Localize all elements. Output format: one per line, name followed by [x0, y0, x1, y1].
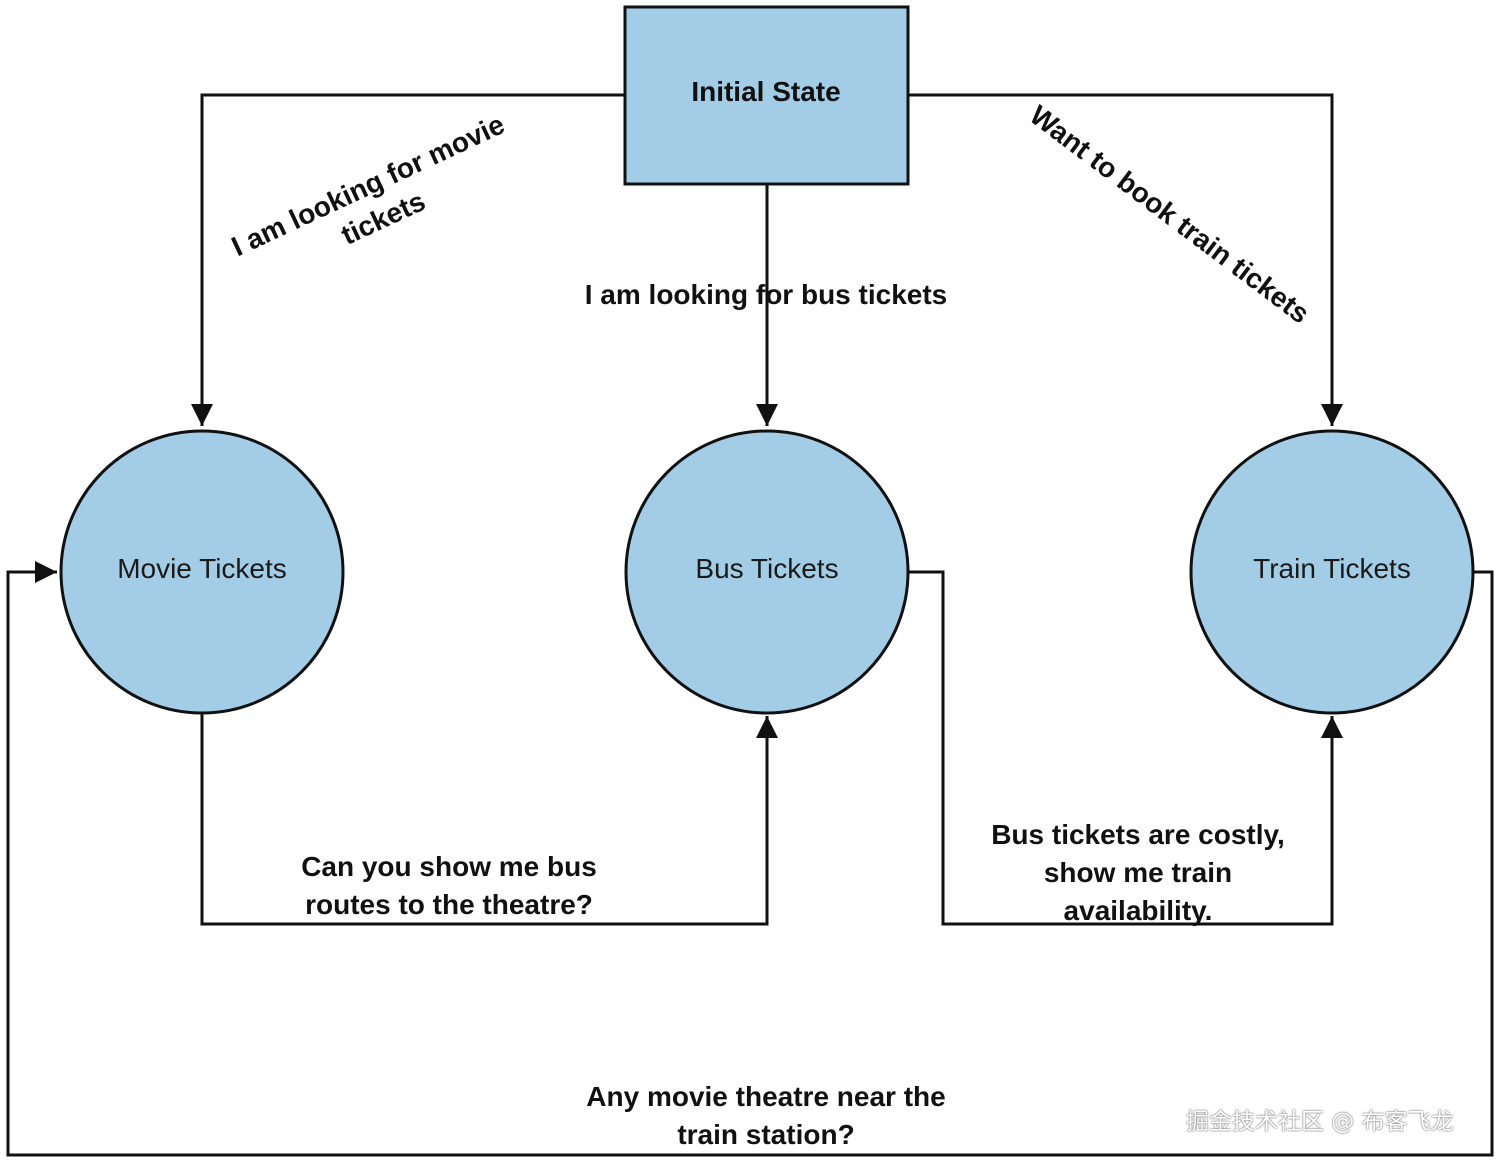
- movie-tickets-node: [59, 429, 345, 715]
- edge-label-initial-to-bus: I am looking for bus tickets: [585, 279, 948, 310]
- edge-initial-to-train: [908, 93, 1343, 426]
- edge-train-to-movie: [6, 561, 1494, 1157]
- edge-label-line: show me train: [1044, 857, 1232, 888]
- edge-initial-to-movie: [191, 93, 625, 426]
- edge-label-line: availability.: [1064, 895, 1213, 926]
- edge-label-line: Can you show me bus: [301, 851, 597, 882]
- edge-label-line: Bus tickets are costly,: [991, 819, 1285, 850]
- edge-bus-to-train: [908, 570, 1343, 926]
- edge-label-line: Want to book train tickets: [1024, 99, 1315, 329]
- movie-tickets-label: Movie Tickets: [117, 553, 287, 584]
- initial-state-node: [623, 5, 910, 186]
- edge-movie-to-bus: [200, 713, 778, 926]
- edge-label-initial-to-train: Want to book train tickets: [1024, 99, 1315, 329]
- train-tickets-node: [1189, 429, 1475, 715]
- edge-label-line: Any movie theatre near the: [586, 1081, 945, 1112]
- initial-state-label: Initial State: [691, 76, 840, 107]
- edge-label-train-to-movie: Any movie theatre near the train station…: [586, 1081, 945, 1150]
- edge-label-bus-to-train: Bus tickets are costly, show me train av…: [991, 819, 1285, 926]
- edge-label-movie-to-bus: Can you show me bus routes to the theatr…: [301, 851, 597, 920]
- bus-tickets-node: [624, 429, 910, 715]
- edge-label-line: train station?: [677, 1119, 854, 1150]
- watermark: 掘金技术社区 @ 布客飞龙: [1186, 1109, 1454, 1135]
- edge-label-line: routes to the theatre?: [305, 889, 593, 920]
- train-tickets-label: Train Tickets: [1253, 553, 1411, 584]
- bus-tickets-label: Bus Tickets: [695, 553, 838, 584]
- edge-label-initial-to-movie: I am looking for movie tickets: [227, 109, 509, 263]
